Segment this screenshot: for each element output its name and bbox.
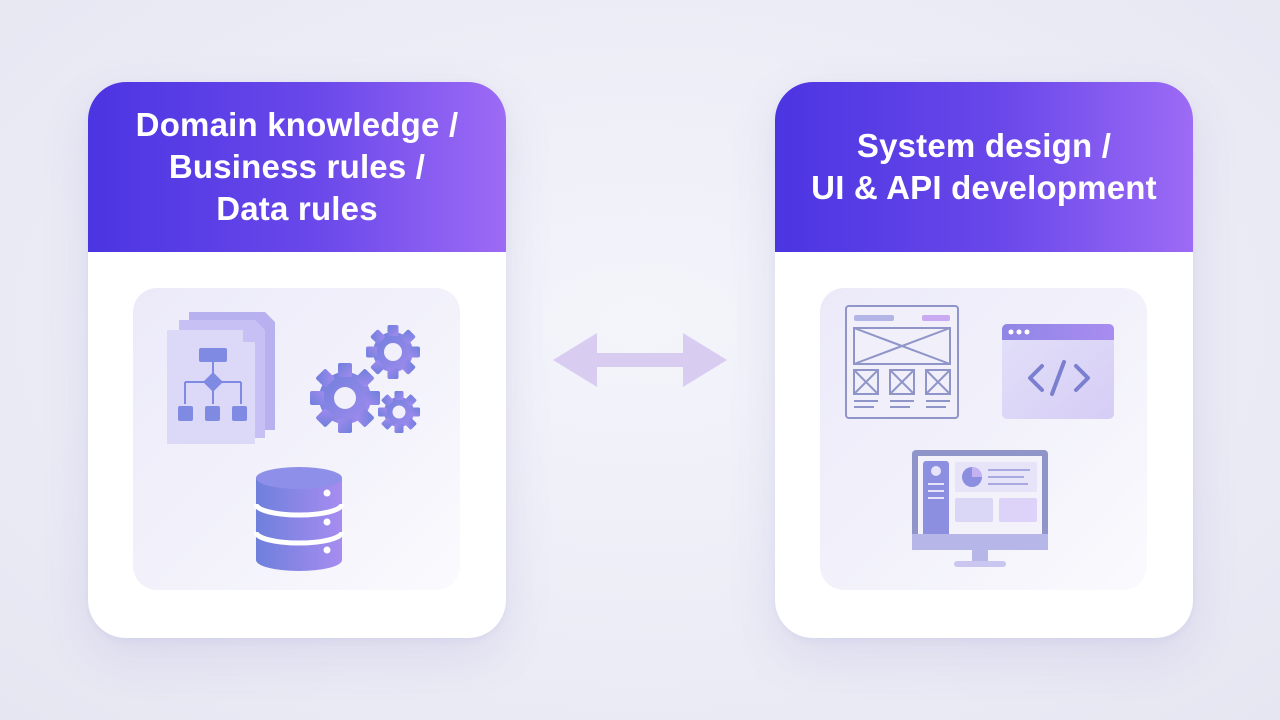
monitor-dashboard-icon: [912, 450, 1048, 567]
system-design-illustration: [820, 288, 1147, 590]
system-design-card: System design / UI & API development: [775, 82, 1193, 638]
gears-icon: [310, 325, 420, 433]
domain-knowledge-card: Domain knowledge / Business rules / Data…: [88, 82, 506, 638]
double-arrow-icon: [553, 333, 727, 392]
database-icon: [253, 467, 345, 571]
domain-knowledge-illustration: [133, 288, 460, 590]
system-design-title: System design / UI & API development: [811, 127, 1157, 206]
wireframe-icon: [845, 305, 959, 419]
domain-knowledge-title: Domain knowledge / Business rules / Data…: [135, 106, 459, 227]
system-design-header: System design / UI & API development: [775, 82, 1193, 252]
code-window-icon: [1002, 324, 1114, 419]
domain-knowledge-header: Domain knowledge / Business rules / Data…: [88, 82, 506, 252]
document-flowchart-icon: [167, 312, 275, 444]
